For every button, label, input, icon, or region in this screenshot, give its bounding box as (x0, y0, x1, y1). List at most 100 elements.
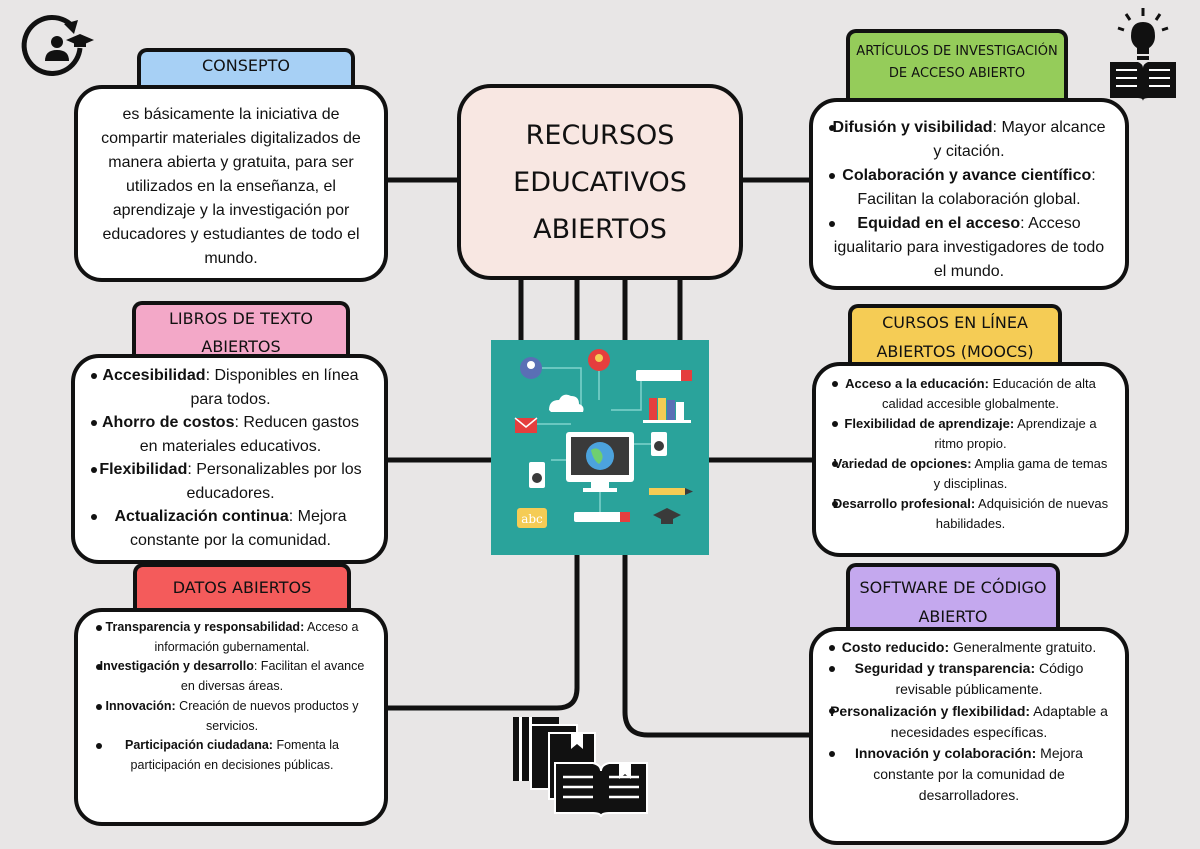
item-description: : Personalizables por los educadores. (186, 461, 362, 502)
item-description: : Acceso igualitario para investigadores… (833, 215, 1105, 280)
item-description: : Mejora constante por la comunidad. (129, 508, 347, 549)
item-description: Aprendizaje a ritmo propio. (934, 416, 1097, 451)
item-description: Código revisable públicamente. (895, 660, 1084, 698)
item-term: Desarrollo profesional: (832, 496, 976, 511)
item-term: Innovación y colaboración: (855, 745, 1037, 762)
list-item: Costo reducido: Generalmente gratuito. (829, 637, 1109, 658)
list-item: Accesibilidad: Disponibles en línea para… (91, 364, 370, 411)
list-item: Participación ciudadana: Fomenta la part… (96, 736, 368, 775)
list-item: Ahorro de costos: Reducen gastos en mate… (91, 411, 370, 458)
cloud-icon (549, 394, 584, 412)
title-line-2: EDUCATIVOS (513, 166, 687, 198)
title-line-3: ABIERTOS (533, 213, 667, 245)
item-term: Costo reducido: (841, 639, 950, 655)
cursos-tab: CURSOS EN LÍNEA ABIERTOS (MOOCS) (848, 304, 1062, 364)
central-title: RECURSOS EDUCATIVOS ABIERTOS (457, 84, 743, 280)
search-bar-icon-2 (574, 512, 630, 522)
software-tab: SOFTWARE DE CÓDIGO ABIERTO (846, 563, 1060, 631)
abc-card-icon (517, 508, 547, 528)
pencil-icon (649, 488, 685, 495)
libros-box: Accesibilidad: Disponibles en línea para… (71, 354, 388, 564)
cursos-box: Acceso a la educación: Educación de alta… (812, 362, 1129, 557)
item-term: Colaboración y avance científico (842, 167, 1092, 184)
item-description: : Mayor alcance y citación. (933, 119, 1106, 160)
list-item: Innovación: Creación de nuevos productos… (96, 697, 368, 736)
books-stack-icon (513, 717, 648, 818)
concepto-tab-label: CONSEPTO (201, 56, 290, 75)
item-term: Flexibilidad de aprendizaje: (844, 416, 1015, 431)
item-term: Seguridad y transparencia: (854, 660, 1036, 677)
item-term: Participación ciudadana: (125, 738, 273, 753)
item-description: Mejora constante por la comunidad de des… (873, 745, 1083, 804)
item-description: Adaptable a necesidades específicas. (890, 702, 1108, 740)
title-line-1: RECURSOS (525, 119, 675, 151)
item-description: Educación de alta calidad accesible glob… (881, 376, 1096, 411)
list-item: Acceso a la educación: Educación de alta… (832, 374, 1109, 414)
item-term: Flexibilidad (99, 461, 188, 478)
articulos-tab-label: ARTÍCULOS DE INVESTIGACIÓN DE ACCESO ABI… (856, 44, 1058, 81)
list-item: Desarrollo profesional: Adquisición de n… (832, 494, 1109, 534)
item-description: Creación de nuevos productos y servicios… (175, 698, 359, 733)
libros-tab-label: LIBROS DE TEXTO ABIERTOS (168, 309, 313, 356)
item-description: Fomenta la participación en decisiones p… (130, 738, 339, 772)
list-item: Seguridad y transparencia: Código revisa… (829, 658, 1109, 700)
software-list: Costo reducido: Generalmente gratuito.Se… (829, 637, 1109, 807)
datos-box: Transparencia y responsabilidad: Acceso … (74, 608, 388, 826)
list-item: Equidad en el acceso: Acceso igualitario… (829, 212, 1109, 284)
graduation-cap-icon (653, 508, 681, 522)
item-term: Actualización continua (114, 508, 289, 525)
list-item: Difusión y visibilidad: Mayor alcance y … (829, 116, 1109, 164)
education-computer-illustration: abc (491, 340, 709, 555)
list-item: Personalización y flexibilidad: Adaptabl… (829, 701, 1109, 743)
lightbulb-book-icon (1110, 8, 1176, 101)
item-term: Investigación y desarrollo (99, 659, 254, 674)
item-term: Accesibilidad (102, 367, 206, 384)
datos-list: Transparencia y responsabilidad: Acceso … (96, 618, 368, 776)
datos-tab-label: DATOS ABIERTOS (172, 578, 312, 597)
item-description: : Facilitan el avance en diversas áreas. (180, 659, 365, 694)
libros-list: Accesibilidad: Disponibles en línea para… (91, 364, 370, 552)
item-term: Innovación: (105, 698, 176, 713)
list-item: Variedad de opciones: Amplia gama de tem… (832, 454, 1109, 494)
cursos-tab-label: CURSOS EN LÍNEA ABIERTOS (MOOCS) (876, 313, 1034, 361)
book-shelf-icon (643, 398, 691, 423)
student-cycle-icon (21, 14, 94, 76)
list-item: Innovación y colaboración: Mejora consta… (829, 743, 1109, 807)
list-item: Actualización continua: Mejora constante… (91, 505, 370, 552)
item-term: Personalización y flexibilidad: (830, 702, 1031, 719)
concepto-tab: CONSEPTO (137, 48, 355, 86)
list-item: Investigación y desarrollo: Facilitan el… (96, 657, 368, 696)
articulos-list: Difusión y visibilidad: Mayor alcance y … (829, 116, 1109, 284)
monitor-globe-icon (566, 432, 634, 492)
item-description: : Disponibles en línea para todos. (190, 367, 359, 408)
item-term: Ahorro de costos (102, 414, 235, 431)
item-term: Difusión y visibilidad (832, 119, 993, 136)
list-item: Colaboración y avance científico: Facili… (829, 164, 1109, 212)
item-description: : Facilitan la colaboración global. (857, 167, 1096, 208)
item-description: Acceso a información gubernamental. (154, 620, 359, 654)
list-item: Flexibilidad: Personalizables por los ed… (91, 458, 370, 505)
libros-tab: LIBROS DE TEXTO ABIERTOS (132, 301, 350, 357)
item-term: Variedad de opciones: (833, 456, 972, 471)
item-description: Generalmente gratuito. (949, 639, 1097, 655)
articulos-tab: ARTÍCULOS DE INVESTIGACIÓN DE ACCESO ABI… (846, 29, 1068, 101)
item-description: Amplia gama de temas y disciplinas. (933, 456, 1108, 491)
datos-tab: DATOS ABIERTOS (133, 563, 351, 611)
concepto-text: es básicamente la iniciativa de comparti… (101, 106, 361, 267)
articulos-box: Difusión y visibilidad: Mayor alcance y … (809, 98, 1129, 290)
item-term: Transparencia y responsabilidad: (105, 620, 305, 634)
illustration-svg: abc (514, 349, 693, 528)
list-item: Transparencia y responsabilidad: Acceso … (96, 618, 368, 657)
abc-label: abc (521, 512, 543, 526)
item-term: Equidad en el acceso (857, 215, 1021, 232)
cursos-list: Acceso a la educación: Educación de alta… (832, 374, 1109, 534)
software-tab-label: SOFTWARE DE CÓDIGO ABIERTO (859, 578, 1047, 626)
list-item: Flexibilidad de aprendizaje: Aprendizaje… (832, 414, 1109, 454)
item-description: : Reducen gastos en materiales educativo… (139, 414, 359, 455)
item-term: Acceso a la educación: (845, 376, 989, 391)
item-description: Adquisición de nuevas habilidades. (935, 496, 1109, 531)
concepto-box: es básicamente la iniciativa de comparti… (74, 85, 388, 282)
search-bar-icon (636, 370, 692, 381)
software-box: Costo reducido: Generalmente gratuito.Se… (809, 627, 1129, 845)
